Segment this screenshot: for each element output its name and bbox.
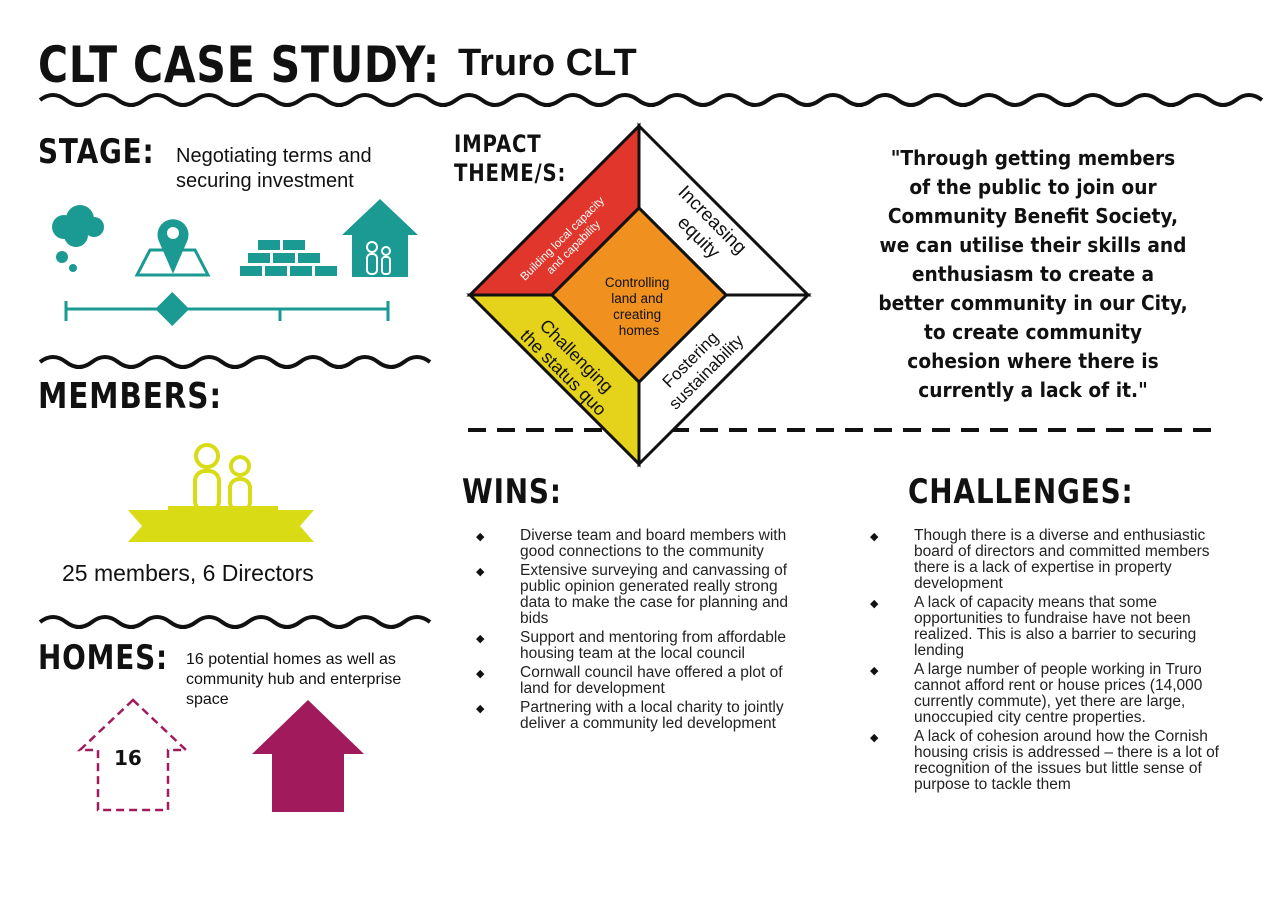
diamond-bullet-icon: ◆ — [476, 633, 485, 645]
wins-list: ◆Diverse team and board members with goo… — [476, 528, 806, 735]
homes-text: 16 potential homes as well as community … — [186, 651, 402, 708]
page-title: CLT CASE STUDY: — [38, 36, 440, 94]
challenges-item: ◆A large number of people working in Tru… — [870, 661, 1203, 726]
challenges-item: ◆A lack of cohesion around how the Corni… — [870, 728, 1219, 793]
quote-text: "Through getting members of the public t… — [878, 146, 1188, 402]
members-text: 25 members, 6 Directors — [62, 560, 314, 586]
thought-cloud-icon — [52, 205, 104, 272]
diamond-bullet-icon: ◆ — [476, 668, 485, 680]
diamond-bullet-icon: ◆ — [476, 531, 485, 543]
wins-item: ◆Diverse team and board members with goo… — [476, 527, 787, 560]
bricks-icon — [240, 240, 337, 276]
wins-item: ◆Support and mentoring from affordable h… — [476, 629, 786, 662]
map-pin-icon — [134, 219, 211, 277]
stage-icons — [52, 199, 418, 326]
house-family-icon — [342, 199, 418, 277]
top-wave-divider — [38, 93, 1264, 107]
homes-wave-divider — [38, 615, 432, 629]
wins-item: ◆Partnering with a local charity to join… — [476, 699, 784, 732]
theme-center-segment — [549, 205, 729, 385]
homes-icons — [76, 698, 364, 812]
diamond-bullet-icon: ◆ — [870, 732, 879, 744]
impact-heading-line2: THEME/S: — [454, 159, 567, 187]
challenges-item: ◆Though there is a diverse and enthusias… — [870, 527, 1210, 592]
challenges-item: ◆A lack of capacity means that some oppo… — [870, 594, 1197, 659]
challenges-heading: CHALLENGES: — [908, 472, 1134, 512]
stage-progress-marker — [155, 292, 190, 326]
diamond-bullet-icon: ◆ — [476, 703, 485, 715]
homes-heading: HOMES: — [38, 638, 168, 678]
stage-heading: STAGE: — [38, 132, 155, 172]
theme-center-label: Controlling land and creating homes — [605, 275, 673, 338]
diamond-bullet-icon: ◆ — [476, 566, 485, 578]
members-wave-divider — [38, 355, 432, 369]
diamond-bullet-icon: ◆ — [870, 531, 879, 543]
wins-heading: WINS: — [462, 472, 562, 512]
challenges-list: ◆Though there is a diverse and enthusias… — [870, 528, 1235, 796]
potential-homes-outline-icon — [76, 698, 190, 812]
stage-progress-line — [64, 301, 390, 321]
diamond-bullet-icon: ◆ — [870, 665, 879, 677]
impact-diamond: Building local capacity and capability I… — [466, 122, 812, 468]
stage-text: Negotiating terms and securing investmen… — [176, 145, 372, 192]
impact-heading: IMPACT THEME/S: — [454, 130, 566, 188]
wins-item: ◆Cornwall council have offered a plot of… — [476, 664, 783, 697]
home-filled-icon — [252, 700, 364, 812]
members-icon — [128, 443, 314, 542]
wins-item: ◆Extensive surveying and canvassing of p… — [476, 562, 788, 627]
homes-count-label: 16 — [114, 746, 142, 770]
impact-heading-line1: IMPACT — [454, 130, 542, 158]
members-heading: MEMBERS: — [38, 376, 222, 417]
diamond-bullet-icon: ◆ — [870, 598, 879, 610]
page-subtitle: Truro CLT — [458, 42, 637, 84]
